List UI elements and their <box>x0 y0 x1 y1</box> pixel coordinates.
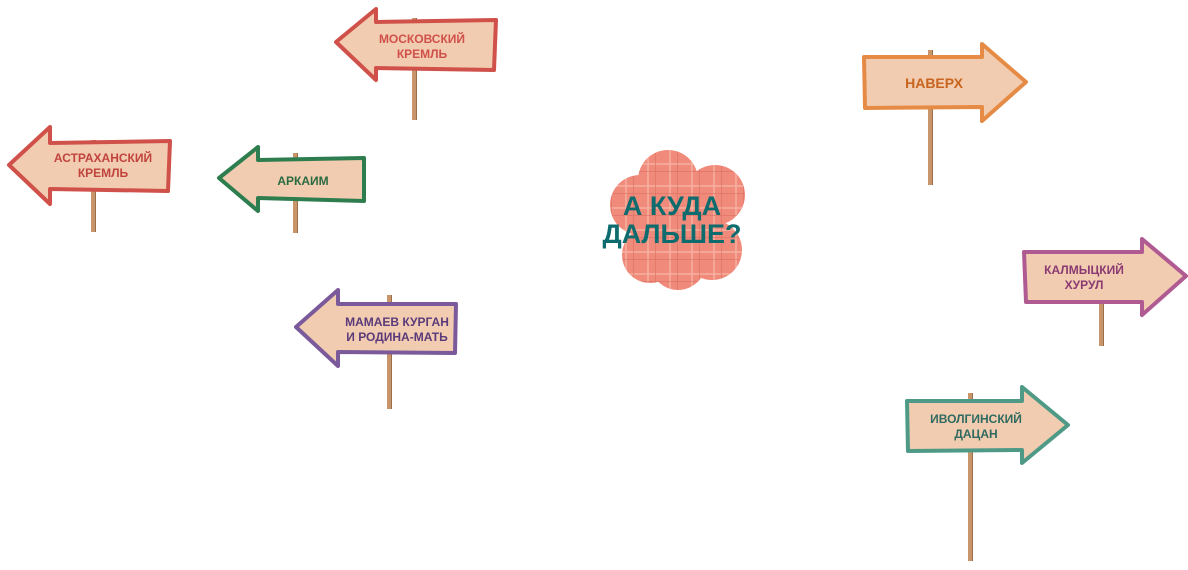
sign-pole <box>968 393 973 561</box>
sign-moskovsky-kreml[interactable]: МОСКОВСКИЙ КРЕМЛЬ <box>334 7 498 120</box>
blob-shape <box>610 150 745 290</box>
sign-label-line2: И РОДИНА-МАТЬ <box>346 330 448 344</box>
sign-ivolginsky-datsan[interactable]: ИВОЛГИНСКИЙ ДАЦАН <box>905 385 1070 561</box>
sign-label-line1: ИВОЛГИНСКИЙ <box>930 411 1022 426</box>
sign-label-line1: АРКАИМ <box>277 174 328 188</box>
center-blob: А КУДА ДАЛЬШЕ? <box>602 150 745 290</box>
arrow-right-shape <box>905 385 1070 465</box>
sign-arkaim[interactable]: АРКАИМ <box>217 145 366 233</box>
sign-label-line1: КАЛМЫЦКИЙ <box>1044 262 1124 277</box>
sign-kalmytsky-khurul[interactable]: КАЛМЫЦКИЙ ХУРУЛ <box>1022 237 1188 346</box>
sign-mamaev-kurgan[interactable]: МАМАЕВ КУРГАН И РОДИНА-МАТЬ <box>294 288 458 409</box>
sign-pole <box>928 50 933 185</box>
sign-label-line1: МАМАЕВ КУРГАН <box>345 315 449 329</box>
arrow-left-shape <box>217 145 366 213</box>
center-title-line1: А КУДА <box>623 191 721 221</box>
sign-label-line2: КРЕМЛЬ <box>397 47 448 61</box>
sign-label-line1: АСТРАХАНСКИЙ <box>54 150 152 165</box>
center-title-line2: ДАЛЬШЕ? <box>602 219 741 249</box>
sign-label-line2: ХУРУЛ <box>1065 278 1104 292</box>
sign-label-line2: ДАЦАН <box>954 427 997 441</box>
sign-naverh[interactable]: НАВЕРХ <box>862 42 1028 185</box>
arrow-left-shape <box>334 7 498 82</box>
sign-label-line1: НАВЕРХ <box>905 75 963 91</box>
sign-astrakhansky-kreml[interactable]: АСТРАХАНСКИЙ КРЕМЛЬ <box>7 125 172 232</box>
sign-label-line2: КРЕМЛЬ <box>78 166 129 180</box>
arrow-left-shape <box>294 288 458 368</box>
sign-pole-shadow <box>972 393 973 561</box>
arrow-right-shape <box>1022 237 1188 317</box>
arrow-left-shape <box>7 125 172 206</box>
sign-label-line1: МОСКОВСКИЙ <box>379 31 465 46</box>
sign-pole-shadow <box>932 50 933 185</box>
arrow-right-shape <box>862 42 1028 123</box>
